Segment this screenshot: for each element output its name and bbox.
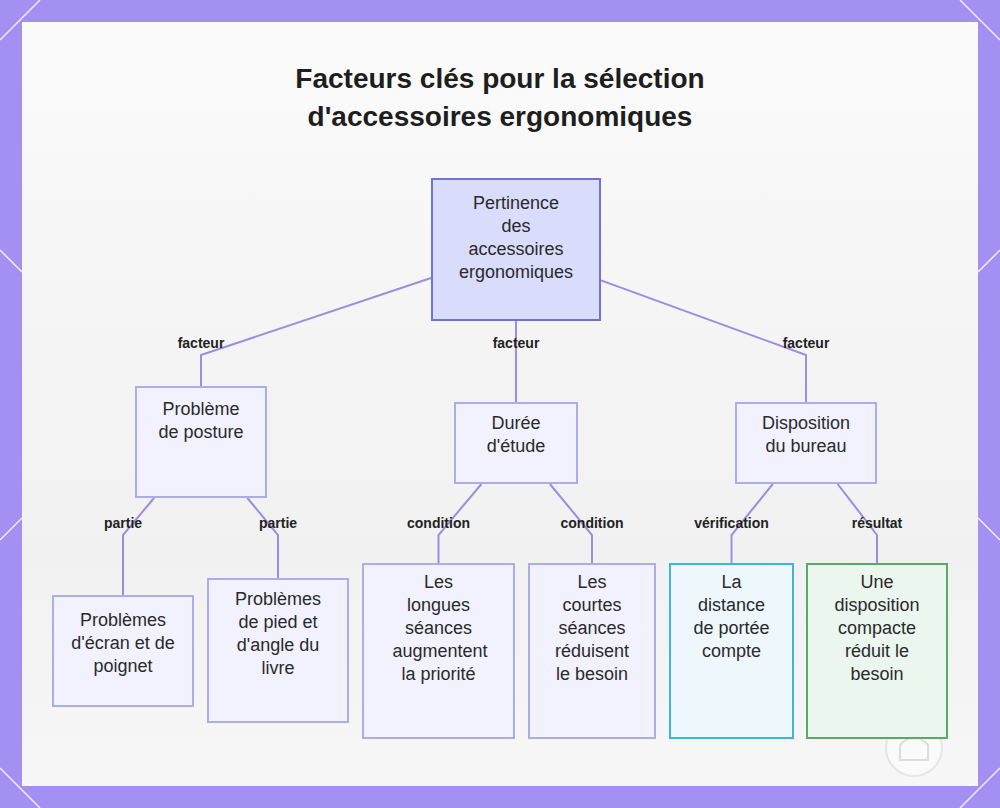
diagram-title: Facteurs clés pour la sélection d'access… [265, 60, 735, 136]
node-text: Les longues séances augmentent la priori… [393, 571, 485, 686]
node-text: Durée d'étude [476, 412, 556, 458]
edge-label: condition [561, 515, 624, 531]
connector-line [601, 280, 806, 402]
node-text: Les courtes séances réduisent le besoin [550, 571, 635, 686]
node-text: Disposition du bureau [756, 412, 856, 458]
edge-label: partie [259, 515, 297, 531]
concept-box: Problème de posture [135, 386, 267, 498]
node-text: Une disposition compacte réduit le besoi… [827, 571, 927, 686]
connector-line [515, 321, 517, 402]
edge-label: partie [104, 515, 142, 531]
connector-line [247, 498, 278, 578]
concept-box: Problèmes d'écran et de poignet [52, 595, 194, 707]
node-text: La distance de portée compte [689, 571, 774, 663]
concept-box: La distance de portée compte [669, 563, 794, 739]
node-text: Problèmes d'écran et de poignet [68, 609, 178, 678]
concept-box: Disposition du bureau [735, 402, 877, 484]
edge-label: résultat [852, 515, 903, 531]
edge-label: condition [407, 515, 470, 531]
node-text: Problèmes de pied et d'angle du livre [226, 588, 331, 680]
edge-label: vérification [694, 515, 769, 531]
concept-box: Une disposition compacte réduit le besoi… [806, 563, 948, 739]
edge-label: facteur [783, 335, 830, 351]
node-text: Problème de posture [156, 398, 246, 444]
edge-label: facteur [178, 335, 225, 351]
connector-line [201, 278, 431, 386]
concept-box: Les courtes séances réduisent le besoin [528, 563, 656, 739]
concept-box: Les longues séances augmentent la priori… [362, 563, 515, 739]
node-text: Pertinence des accessoires ergonomiques [456, 192, 576, 284]
edge-label: facteur [493, 335, 540, 351]
concept-box: Durée d'étude [454, 402, 578, 484]
concept-box: Problèmes de pied et d'angle du livre [207, 578, 349, 723]
connector-line [123, 498, 154, 595]
root-box: Pertinence des accessoires ergonomiques [431, 178, 601, 321]
